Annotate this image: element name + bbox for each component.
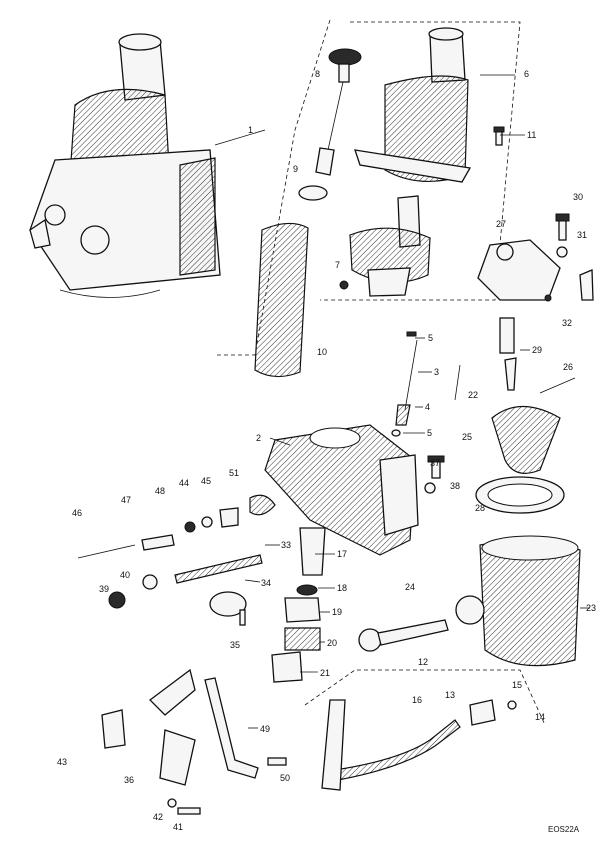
callout-17: 17 [337, 549, 347, 559]
callout-2: 2 [256, 433, 261, 443]
callout-32: 32 [562, 318, 572, 328]
callout-23: 23 [586, 603, 596, 613]
carburettor-body [264, 424, 419, 556]
callout-37: 37 [430, 458, 440, 468]
callout-48: 48 [155, 486, 165, 496]
callout-4: 4 [425, 402, 430, 412]
complete-carburettor-assembly [29, 33, 221, 298]
callout-35: 35 [230, 640, 240, 650]
float-group-outline [304, 669, 546, 726]
leader-lines [214, 74, 590, 729]
float-chamber-holding-bolt [358, 619, 449, 652]
float-chamber [455, 535, 581, 667]
callout-51: 51 [229, 468, 239, 478]
callout-33: 33 [281, 540, 291, 550]
callout-41: 41 [173, 822, 183, 832]
callout-24: 24 [405, 582, 415, 592]
callout-49: 49 [260, 724, 270, 734]
throttle-disc [209, 591, 247, 617]
jet-assembly [271, 527, 326, 683]
jet-needle [391, 331, 418, 437]
callout-42: 42 [153, 812, 163, 822]
piston-group-outline [320, 21, 521, 301]
disc-screw [239, 609, 246, 626]
callout-7: 7 [335, 260, 340, 270]
callout-29: 29 [532, 345, 542, 355]
washer [298, 185, 328, 201]
callout-11: 11 [527, 130, 536, 140]
callout-8: 8 [315, 69, 320, 79]
gasket [475, 476, 565, 514]
callout-9: 9 [293, 164, 298, 174]
callout-10: 10 [317, 347, 327, 357]
drawing-reference: EOS22A [548, 825, 580, 834]
lever-screw [167, 798, 201, 815]
callout-1: 1 [248, 125, 253, 135]
callout-34: 34 [261, 578, 271, 588]
callout-39: 39 [99, 584, 109, 594]
throttle-small-parts [184, 507, 239, 533]
float-needle [454, 364, 461, 401]
nuts [108, 574, 158, 609]
callout-15: 15 [512, 680, 522, 690]
callout-12: 12 [418, 657, 428, 667]
clip [579, 269, 594, 301]
assembly-group-outline [215, 19, 331, 356]
callout-25: 25 [462, 432, 472, 442]
callout-45: 45 [201, 476, 211, 486]
callout-43: 43 [57, 757, 67, 767]
callout-44: 44 [179, 478, 189, 488]
callout-38: 38 [450, 481, 460, 491]
float-chamber-bolt [424, 455, 445, 494]
callout-50: 50 [280, 773, 290, 783]
flexible-pipe-assembly [321, 699, 517, 791]
callout-18: 18 [337, 583, 347, 593]
callout-36: 36 [124, 775, 134, 785]
callout-31: 31 [577, 230, 587, 240]
bolt-and-washer [555, 213, 570, 258]
callout-19: 19 [332, 607, 342, 617]
group-outlines [215, 19, 546, 726]
callout-14: 14 [535, 712, 545, 722]
piston-spring [254, 222, 309, 378]
needle-valve [499, 317, 517, 391]
float-chamber-lid [477, 239, 561, 302]
callout-27: 27 [496, 219, 506, 229]
callout-5a: 5 [428, 333, 433, 343]
suction-chamber [354, 27, 472, 183]
callout-30: 30 [573, 192, 583, 202]
callout-13: 13 [445, 690, 455, 700]
hinge-pin [539, 377, 576, 394]
callout-5b: 5 [427, 428, 432, 438]
callout-21: 21 [320, 668, 330, 678]
return-spring [249, 494, 276, 516]
callout-labels: 1 2 3 4 5 5 6 7 8 9 10 11 12 13 14 15 16… [57, 69, 596, 832]
screw [493, 126, 505, 146]
callout-28: 28 [475, 503, 485, 513]
choke-lever-linkage [101, 668, 287, 786]
callout-47: 47 [121, 495, 131, 505]
callout-16: 16 [412, 695, 422, 705]
callout-46: 46 [72, 508, 82, 518]
callout-6: 6 [524, 69, 529, 79]
throttle-spindle [174, 554, 263, 584]
callout-20: 20 [327, 638, 337, 648]
callout-26: 26 [563, 362, 573, 372]
spindle-parts [77, 534, 175, 559]
callout-22: 22 [468, 390, 478, 400]
float [491, 406, 561, 474]
callout-3: 3 [434, 367, 439, 377]
damper [315, 48, 362, 176]
piston [339, 195, 431, 297]
callout-40: 40 [120, 570, 130, 580]
